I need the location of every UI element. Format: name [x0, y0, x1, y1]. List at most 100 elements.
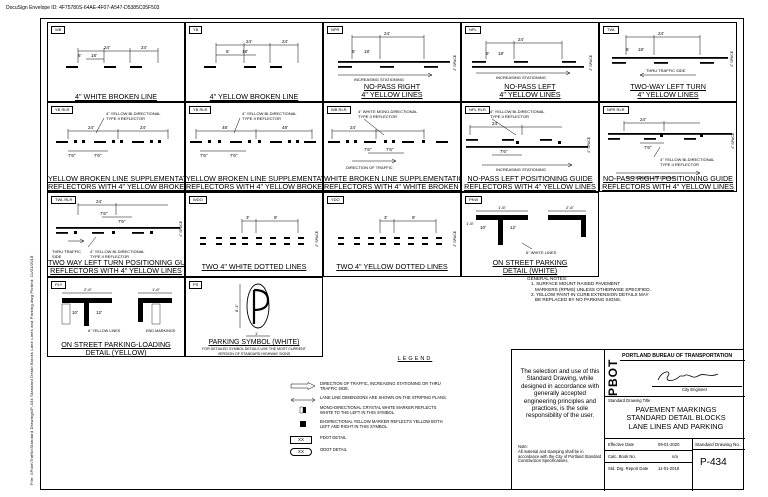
panel-caption-1: NO-PASS LEFT POSITIONING GUIDE [467, 174, 593, 183]
tb-vrule [692, 438, 693, 491]
legend-text: LANE LINE DIMENSIONS ARE SHOWN ON THE ST… [320, 395, 490, 401]
dim-48-b: 48' [282, 125, 288, 130]
dim-7-6: 7'6" [68, 153, 76, 158]
legend-line: ODOT DETAIL [320, 447, 347, 452]
legend-text: BI-DIRECTIONAL YELLOW MARKER REFLECTS YE… [320, 419, 490, 430]
parking-symbol-oval [246, 283, 270, 329]
reflector-note-2: TYPE II REFLECTOR [490, 114, 529, 119]
panel-yellow-broken-line: YB 24' 6' 18' 24' 4" YELLOW BROKEN LINE [185, 22, 323, 102]
reflector-note-1: 4" YELLOW BI-DIRECTIONAL [106, 111, 161, 116]
increasing-stationing-note: INCREASING STATIONING [354, 77, 404, 82]
responsibility-statement: The selection and use of this Standard D… [520, 368, 600, 420]
detail-tag: NPL RLR [465, 106, 490, 114]
panel-caption-1: NO-PASS LEFT [504, 82, 556, 91]
yellow-dotted-lines-drawing: 3' 9' 4" SPACE [338, 215, 457, 247]
panel-parking-loading-yellow: PLY 2'-6" 1'-6" 10' 12' 6" YELLOW LINES … [47, 277, 185, 357]
space-note: 4" SPACE [731, 132, 735, 149]
space-note: 4" SPACE [315, 230, 319, 247]
dim-8-1: 8'-1" [234, 303, 239, 312]
dim-18: 18' [91, 53, 97, 58]
legend-line: PDOT DETAIL [320, 435, 347, 440]
dim-18: 18' [364, 49, 370, 54]
panel-subnote-1: FOR DETAILED SYMBOL DETAILS USE THE MOST… [202, 347, 306, 351]
panel-caption-2: REFLECTORS WITH 4" YELLOW LINES [464, 182, 596, 191]
space-note: 4" SPACE [587, 136, 591, 153]
dim-9: 9' [412, 215, 416, 220]
legend-line: DIRECTION OF TRAFFIC, INCREASING STATION… [320, 381, 441, 386]
panel-caption-1: ON STREET PARKING [492, 258, 568, 267]
legend-text: DIRECTION OF TRAFFIC, INCREASING STATION… [320, 381, 490, 392]
legend-line: LEFT AND RIGHT IN THIS SYMBOL. [320, 423, 389, 429]
panel-no-pass-right: NPR 24' 6' 18' INCREASING STATIONING 4" … [323, 22, 461, 102]
spec-note-title: Note: [518, 444, 528, 449]
panel-caption-2: 4" YELLOW LINES [499, 90, 561, 99]
space-note: 4" SPACE [453, 54, 457, 71]
dim-1: 1' [255, 331, 258, 336]
space-note: 4" SPACE [589, 54, 593, 71]
tb-left-column [512, 350, 605, 491]
tb-rule [692, 449, 745, 450]
panel-caption-2: 4" YELLOW LINES [361, 90, 423, 99]
panel-caption-1: NO-PASS RIGHT POSITIONING GUIDE [603, 174, 733, 183]
panel-yellow-broken-rlr-48: YB RLR 4" YELLOW BI-DIRECTIONAL TYPE II … [185, 102, 323, 192]
odot-detail-symbol: XX [290, 448, 312, 456]
panel-yellow-broken-rlr-24: YB RLR 4" YELLOW BI-DIRECTIONAL TYPE II … [47, 102, 185, 192]
panel-caption-2: REFLECTORS WITH 4" YELLOW BROKEN LINE [186, 182, 323, 191]
dim-6: 6' [78, 53, 82, 58]
yellow-broken-line-drawing: 24' 6' 18' 24' [204, 39, 299, 68]
legend-line: TRAFFIC SIDE. [320, 385, 350, 391]
legend-line: LANE LINE DIMENSIONS ARE SHOWN ON THE ST… [320, 395, 447, 400]
panel-no-pass-right-rlr: NPR RLR 24' 7'6" 4" YELLOW BI-DIRECTIONA… [599, 102, 737, 192]
dim-10: 10' [72, 310, 78, 315]
dim-7-6-b: 7'6" [118, 219, 126, 224]
parking-loading-yellow-drawing: 2'-6" 1'-6" 10' 12' 6" YELLOW LINES END … [61, 287, 176, 333]
dim-6: 6' [486, 51, 490, 56]
detail-tag: WDO [189, 196, 207, 204]
dim-24: 24' [246, 39, 252, 44]
yellow-broken-rlr-48-drawing: 4" YELLOW BI-DIRECTIONAL TYPE II REFLECT… [190, 111, 316, 158]
dim-9: 9' [274, 215, 278, 220]
panel-caption-1: NO-PASS RIGHT [363, 82, 421, 91]
panel-caption: TWO 4" WHITE DOTTED LINES [201, 262, 307, 271]
panel-two-way-left-turn-rlr: TWL RLR 24' 7'6" 7'6" THRU TRAFFIC SIDE … [47, 192, 185, 277]
legend-line: MONO-DIRECTIONAL CRYSTAL WHITE MARKER RE… [320, 405, 437, 410]
tb-rule [620, 360, 745, 361]
dim-24: 24' [104, 45, 110, 50]
panel-caption-1: YELLOW BROKEN LINE SUPPLEMENTATION [48, 174, 185, 183]
tb-rule [605, 462, 692, 463]
dim-7-6: 7'6" [364, 147, 372, 152]
legend-line: WHITE TO THE LEFT IN THIS SYMBOL. [320, 409, 396, 415]
std-drg-report-label: Std. Drg. Report Date [608, 466, 649, 471]
no-pass-left-drawing: 24' 6' 18' INCREASING STATIONING 4" SPAC… [472, 37, 593, 80]
reflector-note-1: 4" YELLOW BI-DIRECTIONAL [660, 157, 715, 162]
std-drg-report-value: 11-01-2018 [658, 466, 680, 471]
dim-3: 3' [384, 215, 388, 220]
drawing-sheet: WB 24' 6' 18' 24' 4" WHITE BROKEN LINE Y… [40, 18, 744, 490]
parking-symbol-drawing: 8'-1" 1' [234, 283, 270, 337]
panel-caption: 4" YELLOW BROKEN LINE [209, 92, 299, 101]
white-broken-rlr-drawing: 4" WHITE MONO-DIRECTIONAL TYPE II REFLEC… [328, 109, 448, 170]
bureau-name: PORTLAND BUREAU OF TRANSPORTATION [622, 353, 733, 359]
dim-7-6: 7'6" [100, 211, 108, 216]
title-block: The selection and use of this Standard D… [511, 349, 745, 491]
detail-tag: YB RLR [189, 106, 212, 114]
panel-white-broken-rlr: WB RLR 4" WHITE MONO-DIRECTIONAL TYPE II… [323, 102, 461, 192]
reflector-note-2: TYPE II REFLECTOR [242, 116, 281, 121]
dim-2-6: 2'-6" [566, 205, 575, 210]
detail-tag: NPR RLR [603, 106, 629, 114]
detail-tag: TWL [603, 26, 620, 34]
no-pass-right-rlr-drawing: 24' 7'6" 4" YELLOW BI-DIRECTIONAL TYPE I… [608, 117, 735, 180]
dim-6: 6' [226, 49, 230, 54]
signature-line [652, 386, 742, 387]
panel-parking-symbol: PS 8'-1" 1' PARKING SYMBOL (WHITE) FOR D… [185, 277, 323, 357]
panel-on-street-parking-white: PKW 1'-6" 2'-6" 10' 12' 1'-6" 6" WHITE L… [461, 192, 599, 277]
panel-caption-2: REFLECTORS WITH 4" YELLOW LINES [50, 266, 182, 275]
panel-caption-2: 4" YELLOW LINES [637, 90, 699, 99]
dim-1-6-b: 1'-6" [466, 221, 475, 226]
dim-1-6: 1'-6" [498, 205, 507, 210]
panel-no-pass-left-rlr: NPL RLR 4" YELLOW BI-DIRECTIONAL TYPE II… [461, 102, 599, 192]
reflector-note-1: 4" WHITE MONO-DIRECTIONAL [358, 109, 418, 114]
dim-7-6: 7'6" [500, 149, 508, 154]
file-path-sidebar: File: \\Pdot\Traffic\Standard Drawings\P… [29, 255, 34, 485]
standard-drawing-title-label: Standard Drawing Title [608, 398, 651, 403]
